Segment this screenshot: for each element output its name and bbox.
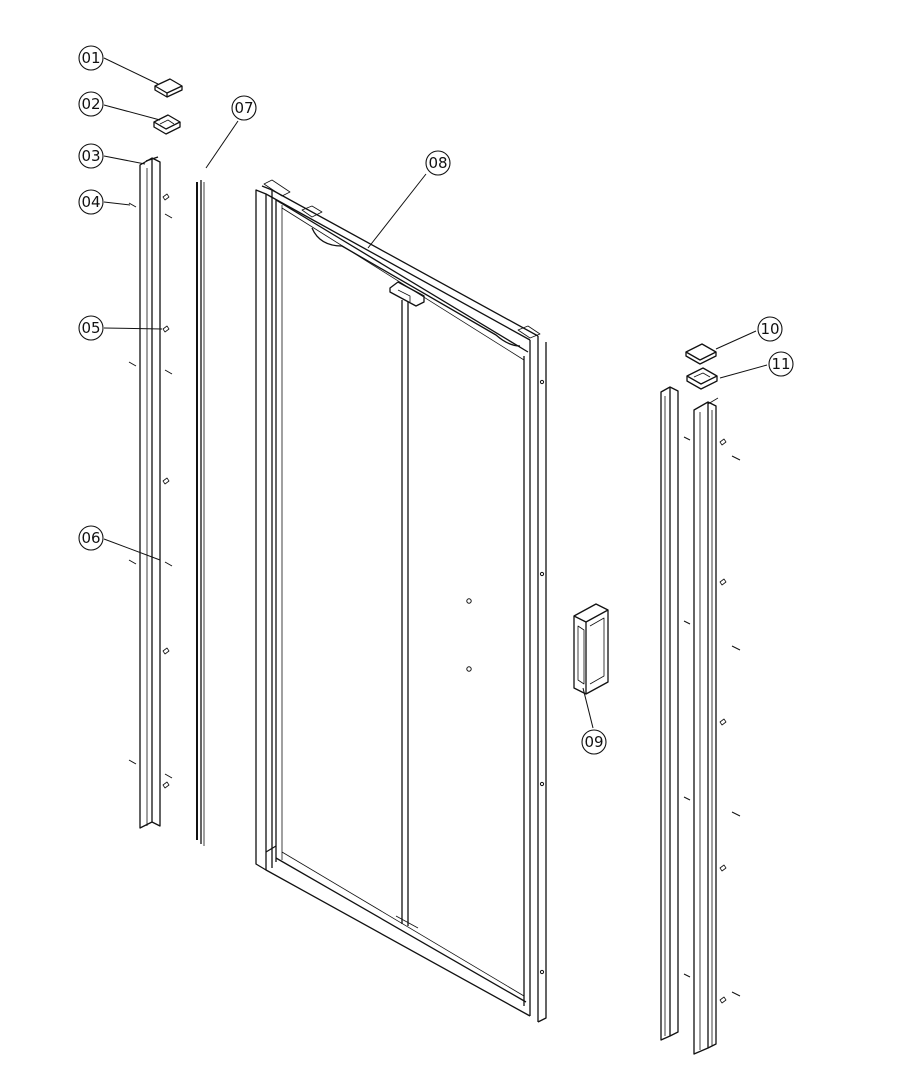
callout-04: 04 xyxy=(78,189,104,215)
callout-label-07: 07 xyxy=(234,99,253,117)
part-right-seal-profile xyxy=(660,386,679,1041)
part-right-wall-profile xyxy=(693,397,719,1055)
callout-label-02: 02 xyxy=(81,95,100,113)
right-wall-fasteners xyxy=(683,436,741,1004)
part-door-frame xyxy=(255,179,547,1023)
callout-label-06: 06 xyxy=(81,529,100,547)
callout-08: 08 xyxy=(425,150,451,176)
part-end-cap-insert-right xyxy=(686,367,718,390)
callout-label-08: 08 xyxy=(428,154,447,172)
callout-02: 02 xyxy=(78,91,104,117)
callout-label-03: 03 xyxy=(81,147,100,165)
callout-10: 10 xyxy=(757,316,783,342)
callout-03: 03 xyxy=(78,143,104,169)
callout-label-11: 11 xyxy=(771,355,790,373)
callout-label-09: 09 xyxy=(584,733,603,751)
callout-07: 07 xyxy=(231,95,257,121)
callout-09: 09 xyxy=(581,729,607,755)
part-seal-strip xyxy=(196,180,205,846)
part-left-wall-profile xyxy=(139,156,161,829)
callout-01: 01 xyxy=(78,45,104,71)
part-door-handle xyxy=(573,603,609,695)
callout-label-01: 01 xyxy=(81,49,100,67)
part-end-cap-top-right xyxy=(685,343,717,365)
part-end-cap-insert-left xyxy=(153,114,181,135)
callout-05: 05 xyxy=(78,315,104,341)
leader-lines xyxy=(103,57,768,729)
callout-06: 06 xyxy=(78,525,104,551)
callout-label-10: 10 xyxy=(760,320,779,338)
callout-label-04: 04 xyxy=(81,193,100,211)
callout-label-05: 05 xyxy=(81,319,100,337)
callout-11: 11 xyxy=(768,351,794,377)
left-wall-fasteners xyxy=(128,193,173,789)
part-end-cap-top-left xyxy=(154,78,183,98)
